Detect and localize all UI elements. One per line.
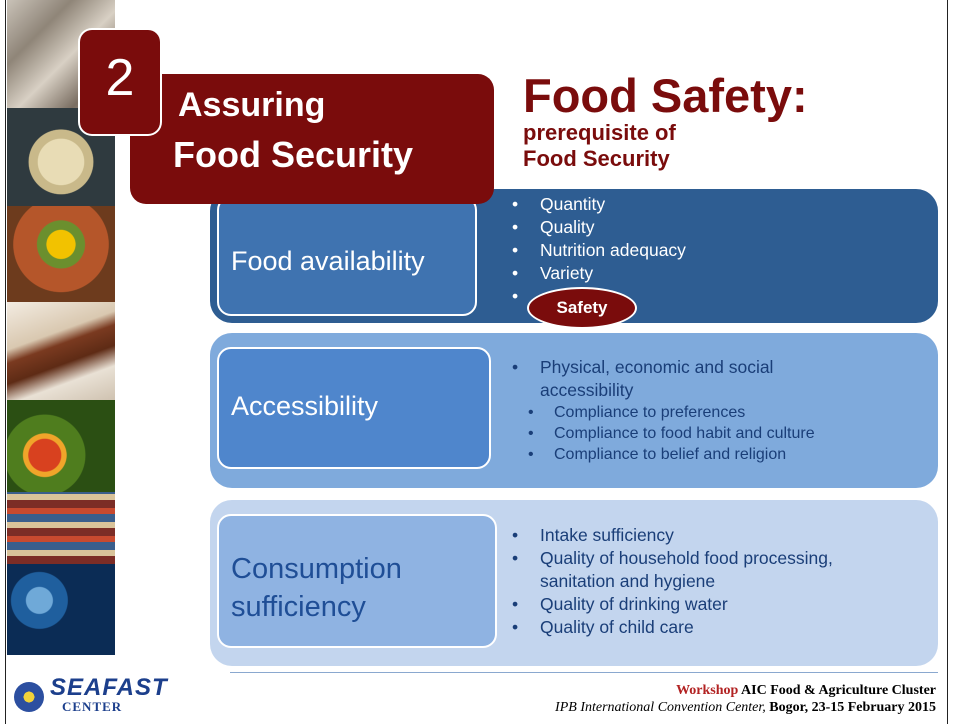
safety-badge: Safety [527, 287, 637, 329]
footer-event-name: AIC Food & Agriculture Cluster [741, 683, 936, 698]
accessibility-box: Accessibility [217, 347, 491, 469]
sub-list-item: Compliance to food habit and culture [510, 423, 815, 444]
palm-fruit-photo [7, 400, 115, 492]
photo-strip [7, 0, 115, 655]
food-availability-label: Food availability [231, 246, 425, 276]
footer-divider [230, 672, 938, 673]
footer-event-line: Workshop AIC Food & Agriculture Cluster [676, 683, 936, 699]
list-item-line1: Physical, economic and social [540, 357, 774, 377]
section-title-line1: Assuring [178, 86, 326, 124]
consumption-sufficiency-list: Intake sufficiency Quality of household … [510, 524, 833, 639]
cans-photo [7, 564, 115, 655]
list-item: Physical, economic and social accessibil… [510, 356, 815, 402]
footer-workshop: Workshop [676, 683, 739, 698]
supermarket-shelf-photo [7, 492, 115, 564]
accessibility-label: Accessibility [231, 391, 379, 421]
sub-list-item: Compliance to belief and religion [510, 444, 815, 465]
page-subtitle-line1: prerequisite of [523, 120, 676, 145]
seafast-logo: SEAFAST [50, 674, 168, 701]
list-item-line2: sanitation and hygiene [540, 571, 716, 591]
seafast-logo-sub: CENTER [62, 699, 123, 714]
list-item-line1: Quality of household food processing, [540, 548, 833, 568]
food-availability-box: Food availability [217, 196, 477, 316]
list-item: Nutrition adequacy [510, 239, 686, 262]
label-line2: sufficiency [231, 591, 366, 623]
footer-venue: IPB International Convention Center, [555, 700, 766, 715]
satay-photo [7, 302, 115, 400]
section-title-line2: Food Security [173, 134, 414, 175]
consumption-sufficiency-label: Consumption sufficiency [231, 550, 402, 626]
list-item: Quality of child care [510, 616, 833, 639]
tumpeng-rice-photo [7, 206, 115, 302]
page-subtitle-line2: Food Security [523, 146, 670, 171]
sub-list-item: Compliance to preferences [510, 402, 815, 423]
list-item-line2: accessibility [540, 380, 634, 400]
section-number-box: 2 [80, 30, 160, 134]
list-item: Quality of drinking water [510, 593, 833, 616]
slide-frame [5, 0, 948, 724]
list-item: Intake sufficiency [510, 524, 833, 547]
section-number: 2 [105, 49, 135, 107]
footer-venue-line: IPB International Convention Center, Bog… [555, 700, 936, 716]
list-item: Quality [510, 216, 686, 239]
list-item: Variety [510, 262, 686, 285]
label-line1: Consumption [231, 553, 402, 585]
food-availability-list: Quantity Quality Nutrition adequacy Vari… [510, 193, 686, 308]
footer-date: Bogor, 23-15 February 2015 [769, 700, 936, 715]
list-item: Quality of household food processing, sa… [510, 547, 833, 593]
page-title: Food Safety: [523, 69, 808, 122]
section-title-box [130, 74, 494, 204]
accessibility-sublist: Compliance to preferences Compliance to … [510, 402, 815, 465]
accessibility-list: Physical, economic and social accessibil… [510, 356, 815, 465]
consumption-sufficiency-box: Consumption sufficiency [217, 514, 497, 648]
seafast-emblem-icon [14, 682, 44, 712]
list-item: Quantity [510, 193, 686, 216]
